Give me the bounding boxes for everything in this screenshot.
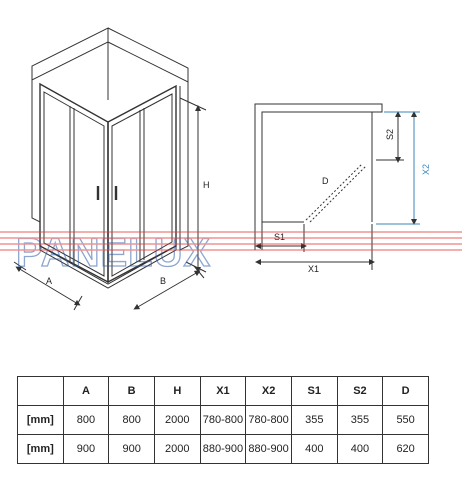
specs-cell: 620 xyxy=(382,434,429,464)
specs-cell: 900 xyxy=(62,434,110,464)
x2-label: X2 xyxy=(421,164,431,175)
specs-cell: 2000 xyxy=(153,405,201,435)
specs-header-cell xyxy=(17,376,64,406)
plan-view-blue xyxy=(376,111,420,225)
specs-header-cell: B xyxy=(108,376,155,406)
specs-cell: 400 xyxy=(290,434,338,464)
specs-cell: 900 xyxy=(108,434,155,464)
specs-cell: 355 xyxy=(290,405,338,435)
enclosure-3d-view xyxy=(13,27,207,311)
height-ext-bottom xyxy=(185,261,207,273)
specs-cell: 550 xyxy=(382,405,429,435)
specs-cell: 800 xyxy=(62,405,110,435)
right-panel-inner xyxy=(111,93,173,277)
specs-cell: 780-800 xyxy=(245,405,292,435)
specs-cell: 780-800 xyxy=(199,405,247,435)
plan-door-diagonal xyxy=(305,163,363,221)
table-row: [mm] 900 900 2000 880-900 880-900 400 40… xyxy=(17,434,429,464)
specs-cell: 355 xyxy=(336,405,384,435)
back-wall-top xyxy=(107,27,189,83)
specs-cell: 800 xyxy=(108,405,155,435)
specs-row-label: [mm] xyxy=(17,434,64,464)
specs-cell: 880-900 xyxy=(245,434,292,464)
specs-header-cell: A xyxy=(62,376,110,406)
specs-header-cell: S2 xyxy=(336,376,384,406)
s2-label: S2 xyxy=(385,129,395,140)
specs-cell: 2000 xyxy=(153,434,201,464)
specs-header-cell: X2 xyxy=(245,376,292,406)
width-b-ext-right xyxy=(193,265,205,279)
specs-header-cell: H xyxy=(153,376,201,406)
height-ext-top xyxy=(179,97,207,111)
specs-header-cell: D xyxy=(382,376,429,406)
width-b-label: B xyxy=(160,276,166,286)
height-label: H xyxy=(203,180,210,190)
specs-table: A B H X1 X2 S1 S2 D [mm] 800 800 2000 78… xyxy=(17,376,429,464)
plan-view xyxy=(254,103,404,270)
width-a-ext-right xyxy=(73,295,83,311)
width-a-label: A xyxy=(46,276,52,286)
width-a-dim-line xyxy=(15,266,81,306)
back-wall-right xyxy=(179,82,189,251)
watermark-stripes-icon xyxy=(0,231,462,251)
plan-walls xyxy=(254,103,383,250)
s1-label: S1 xyxy=(274,232,285,242)
x1-label: X1 xyxy=(308,264,319,274)
specs-row-label: [mm] xyxy=(17,405,64,435)
left-panel-inner xyxy=(43,91,105,277)
specs-cell: 880-900 xyxy=(199,434,247,464)
specs-cell: 400 xyxy=(336,434,384,464)
d-label: D xyxy=(322,176,329,186)
specs-header-cell: S1 xyxy=(290,376,338,406)
width-a-ext-left xyxy=(13,261,27,271)
plan-door-diagonal-2 xyxy=(309,165,367,223)
width-b-dim-line xyxy=(133,270,201,310)
specs-header-row: A B H X1 X2 S1 S2 D xyxy=(17,376,429,406)
specs-header-cell: X1 xyxy=(199,376,247,406)
table-row: [mm] 800 800 2000 780-800 780-800 355 35… xyxy=(17,405,429,435)
watermark-logo: PANELUX xyxy=(0,230,462,276)
